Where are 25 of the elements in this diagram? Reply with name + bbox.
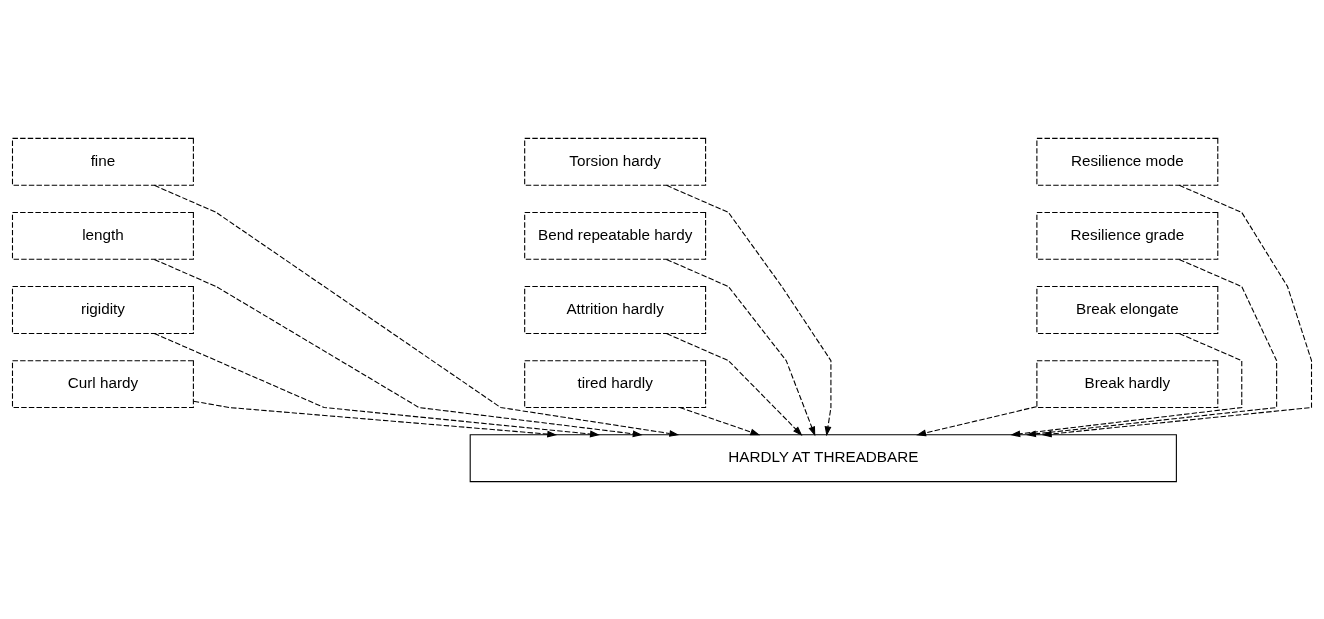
node-box: Bend repeatable hardy [524, 211, 707, 260]
arrow [665, 332, 803, 436]
arrow [153, 184, 680, 437]
arrow [1041, 184, 1313, 437]
node-box: Torsion hardy [524, 137, 707, 186]
arrow [1010, 332, 1243, 437]
arrow [665, 184, 832, 436]
node-box: Curl hardy [11, 359, 194, 408]
arrow [153, 258, 643, 437]
node-box: tired hardly [524, 359, 707, 408]
arrow [192, 400, 558, 437]
arrow [679, 406, 761, 435]
arrow [665, 258, 816, 436]
node-box: length [11, 211, 194, 260]
arrow [1026, 258, 1278, 437]
node-box: Resilience mode [1036, 137, 1219, 186]
node-box: rigidity [11, 285, 194, 334]
node-box: Break elongate [1036, 285, 1219, 334]
arrow [916, 405, 1038, 436]
node-box: HARDLY AT THREADBARE [469, 433, 1177, 482]
node-box: Attrition hardly [524, 285, 707, 334]
arrow [153, 332, 600, 437]
node-box: Break hardly [1036, 359, 1219, 408]
node-box: Resilience grade [1036, 211, 1219, 260]
node-box: fine [11, 137, 194, 186]
